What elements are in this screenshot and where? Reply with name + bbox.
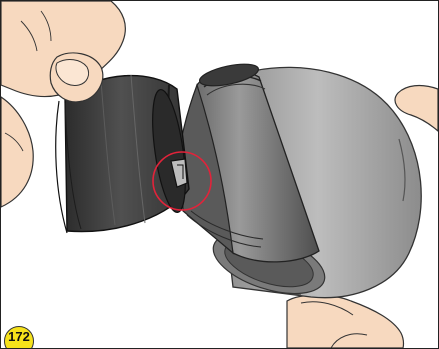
step-number-badge: 172 <box>4 326 34 349</box>
